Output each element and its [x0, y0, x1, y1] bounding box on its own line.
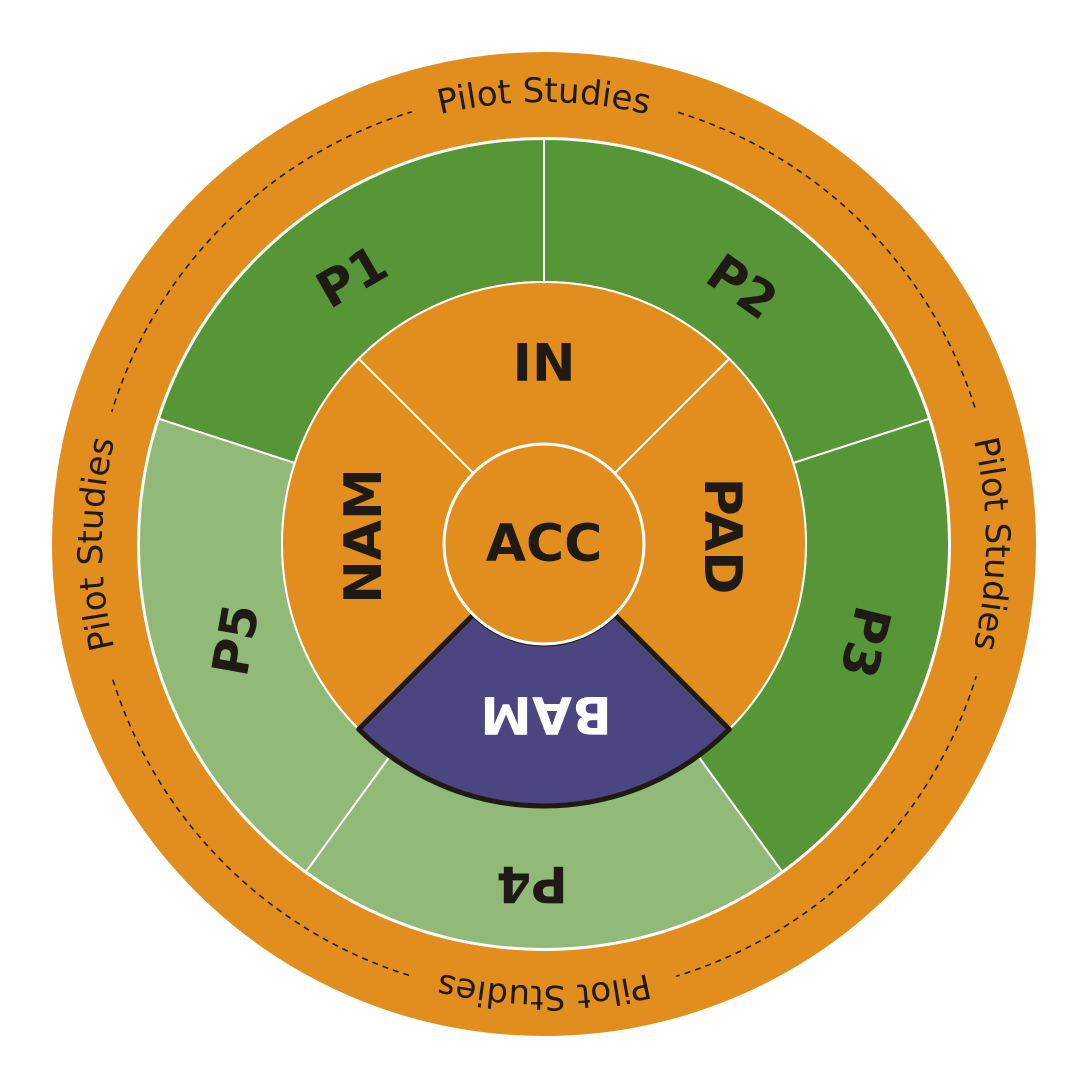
- inner-label-ni: NI: [513, 330, 576, 390]
- center-circle: [442, 442, 646, 646]
- ring-label-backgrounds: [70, 70, 1018, 1018]
- inner-label-bam: BAM: [480, 684, 612, 744]
- outer-label-p5: P5: [201, 600, 271, 680]
- inner-label-nam: NAM: [334, 468, 394, 604]
- center-label-acc: ACC: [486, 514, 603, 574]
- inner-label-pad: PAD: [692, 478, 752, 595]
- outer-label-p4: P4: [496, 855, 567, 913]
